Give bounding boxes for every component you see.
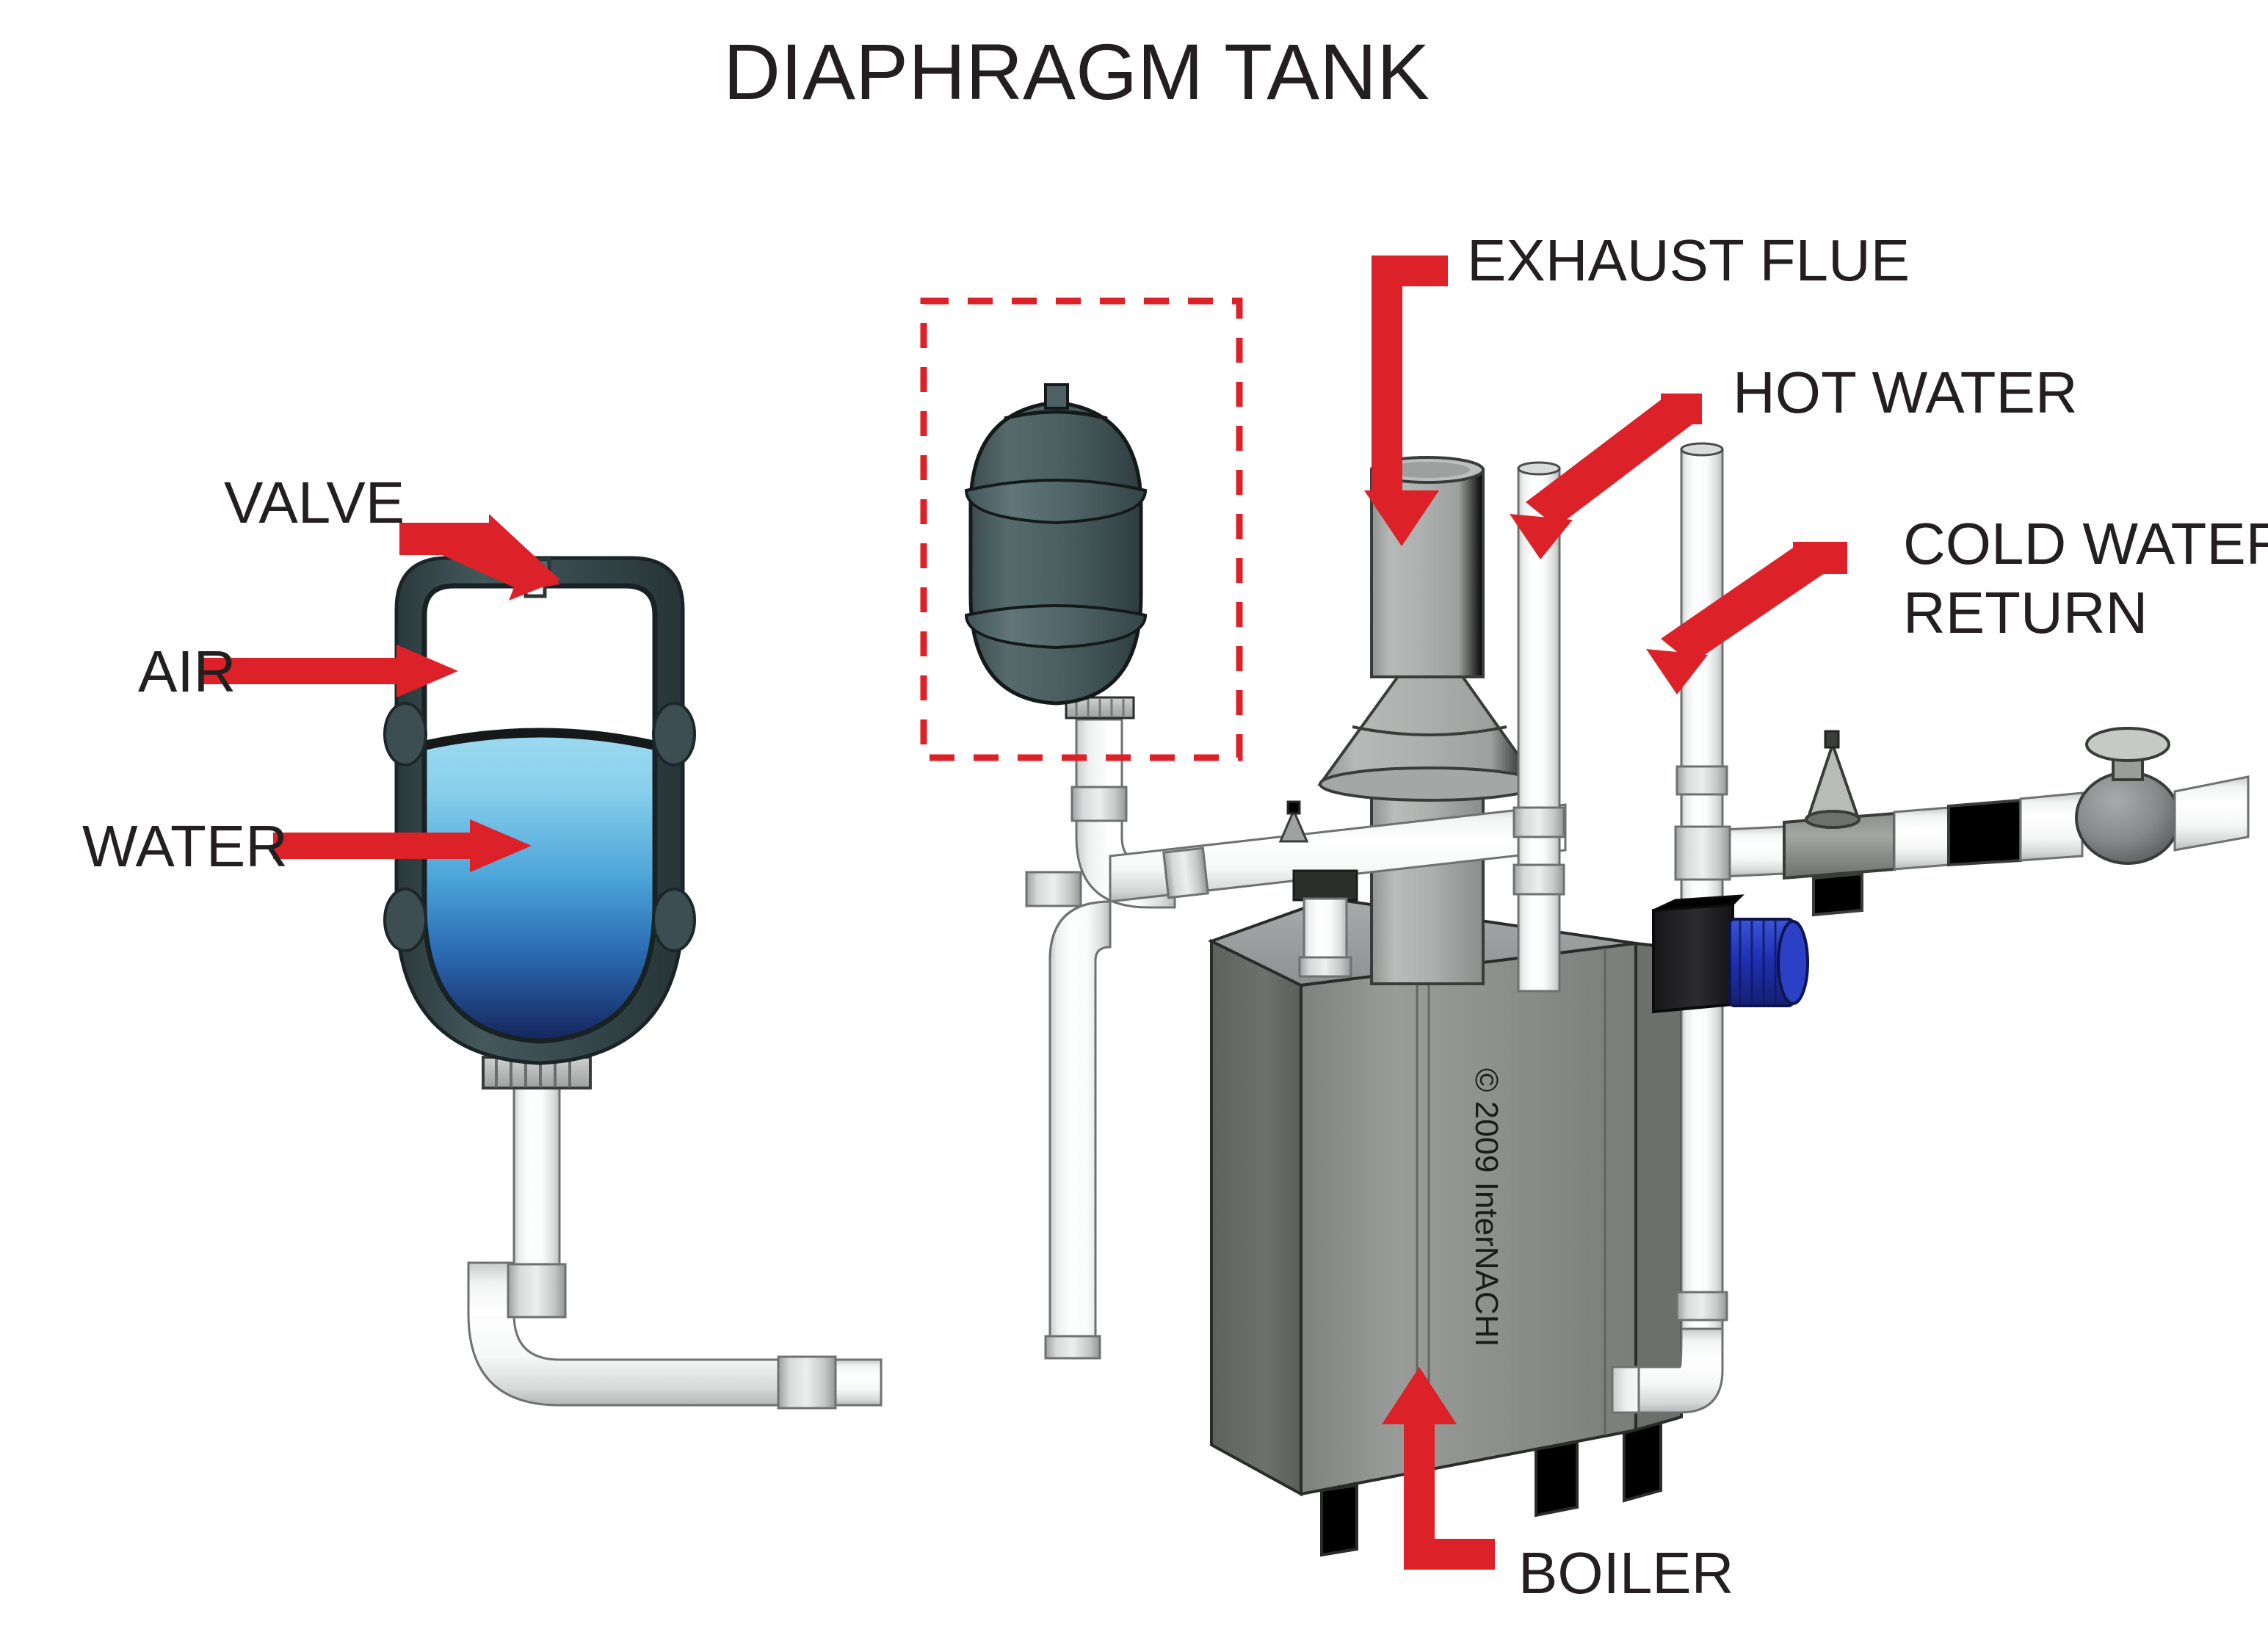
- pipe-coupling: [1675, 1291, 1728, 1321]
- tank-air-space: [424, 586, 655, 743]
- pipe-segment: [2019, 791, 2084, 862]
- boiler-leg: [1623, 1421, 1662, 1503]
- pipe-coupling: [1044, 1335, 1101, 1360]
- tank-outlet-pipe: [467, 1078, 883, 1410]
- label-exhaust-flue: EXHAUST FLUE: [1467, 228, 1910, 293]
- page-title: DIAPHRAGM TANK: [723, 27, 1430, 116]
- inset-tank-valve: [1044, 383, 1069, 410]
- hot-water-pipe-top: [1517, 461, 1561, 476]
- cold-water-pipe-top: [1680, 442, 1724, 457]
- ball-valve-body: [2075, 771, 2181, 865]
- pipe-coupling: [1512, 806, 1565, 838]
- pipe-coupling: [1675, 765, 1728, 796]
- pipe-coupling: [777, 1355, 837, 1410]
- tee-fitting: [1292, 869, 1358, 978]
- air-vent-valve: [1278, 800, 1309, 843]
- boiler-right-panel: [1634, 941, 1683, 1432]
- pipe-elbow: [467, 1261, 853, 1407]
- pressure-reducing-valve: [1783, 730, 1896, 917]
- pipe-segment-outlet: [2173, 775, 2250, 852]
- boiler-left-face: [1210, 938, 1303, 1497]
- valve-arrowhead: [514, 550, 559, 592]
- pipe-coupling: [1070, 786, 1128, 822]
- water-arrow-shaft: [273, 833, 473, 859]
- tank-rib-upper: [964, 479, 1148, 525]
- boiler-cabinet: © 2009 InterNACHI: [1207, 896, 1683, 1557]
- right-callout-arrows: [1364, 255, 1880, 1570]
- label-boiler: BOILER: [1518, 1540, 1733, 1606]
- air-arrow-shaft: [200, 658, 399, 684]
- boiler-arrowhead: [1382, 1367, 1457, 1424]
- pump-cap: [1728, 918, 1809, 1007]
- inset-dashed-box: [920, 297, 1243, 761]
- label-valve: VALVE: [224, 470, 405, 535]
- tank-side-boss: [383, 888, 427, 952]
- copyright-text: © 2009 InterNACHI: [1468, 1068, 1504, 1347]
- expansion-tank-body: [964, 383, 1148, 706]
- hot-water-arrow-shaft: [1526, 396, 1696, 527]
- pipe-coupling: [507, 1263, 567, 1319]
- boiler-arrow-shaft: [1404, 1415, 1495, 1570]
- left-callout-arrows: [200, 514, 560, 872]
- expansion-tank-drop-pipe: [1075, 718, 1176, 909]
- pipe-segment: [1721, 825, 1786, 878]
- valve-handwheel: [2085, 727, 2170, 762]
- label-hot-water: HOT WATER: [1733, 360, 2078, 425]
- tank-water-body: [424, 732, 655, 1041]
- label-return: RETURN: [1903, 580, 2148, 645]
- hot-water-arrowhead: [1510, 514, 1573, 559]
- cutaway-tank-group: [383, 556, 883, 1410]
- expansion-tank-inset-group: [920, 297, 1243, 909]
- pipe-segment: [1893, 806, 1950, 871]
- diaphragm-membrane: [417, 728, 662, 751]
- pump-body: [1652, 902, 1734, 1014]
- exhaust-flue-arrowhead: [1364, 490, 1439, 546]
- ball-valve: [2075, 727, 2181, 865]
- boiler-leg: [1535, 1440, 1579, 1518]
- boiler-leg: [1320, 1483, 1358, 1557]
- tank-side-boss: [652, 702, 696, 766]
- boiler-top-piping: [1025, 800, 1567, 1360]
- air-arrowhead: [396, 645, 458, 697]
- tank-side-boss: [652, 888, 696, 952]
- pipe-coupling: [1162, 846, 1209, 899]
- water-arrowhead: [470, 819, 532, 872]
- pipe-coupling: [1512, 863, 1565, 896]
- label-cold-water: COLD WATER: [1903, 511, 2268, 576]
- pipe-coupling: [1025, 871, 1082, 907]
- label-water: WATER: [82, 813, 288, 879]
- tank-rib-lower: [964, 604, 1148, 650]
- valve-train: [1674, 727, 2250, 917]
- exhaust-flue-arrow-shaft: [1372, 255, 1448, 499]
- cold-water-arrow-shaft: [1661, 545, 1830, 664]
- tank-side-boss: [383, 702, 427, 766]
- label-air: AIR: [138, 639, 236, 704]
- circulator-pump: [1652, 894, 1809, 1014]
- boiler-front-face: [1300, 941, 1637, 1496]
- union-nut: [1947, 798, 2022, 867]
- tee-fitting: [1674, 825, 1731, 881]
- cold-water-arrowhead: [1646, 649, 1708, 695]
- valve-lower-boss: [1812, 871, 1863, 917]
